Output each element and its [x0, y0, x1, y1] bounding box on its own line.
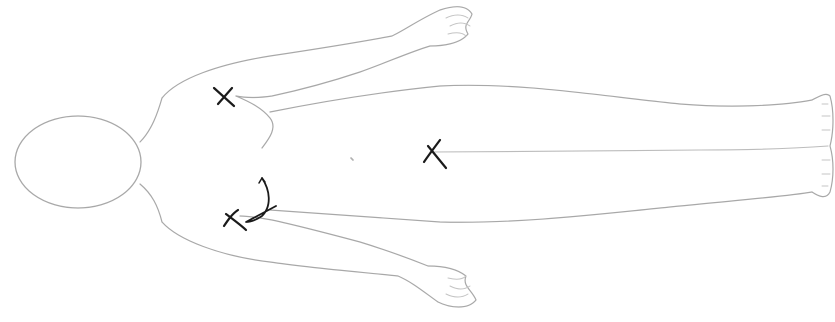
torso-leg-top-outline	[236, 85, 812, 148]
inner-leg-line	[430, 146, 828, 152]
feet-outline	[812, 94, 833, 196]
body-outline	[15, 7, 833, 307]
head-outline	[15, 116, 141, 208]
neck-outline	[140, 98, 162, 222]
lower-arm-outline	[162, 216, 476, 307]
toes-detail	[822, 104, 830, 186]
curved-arrow	[246, 178, 276, 222]
marker-lower-chest	[224, 178, 276, 230]
marker-abdomen	[424, 140, 446, 168]
upper-arm-outline	[162, 7, 472, 98]
marker-upper-chest	[214, 88, 234, 106]
navel-mark	[351, 158, 353, 160]
torso-leg-bottom-outline	[270, 192, 812, 222]
